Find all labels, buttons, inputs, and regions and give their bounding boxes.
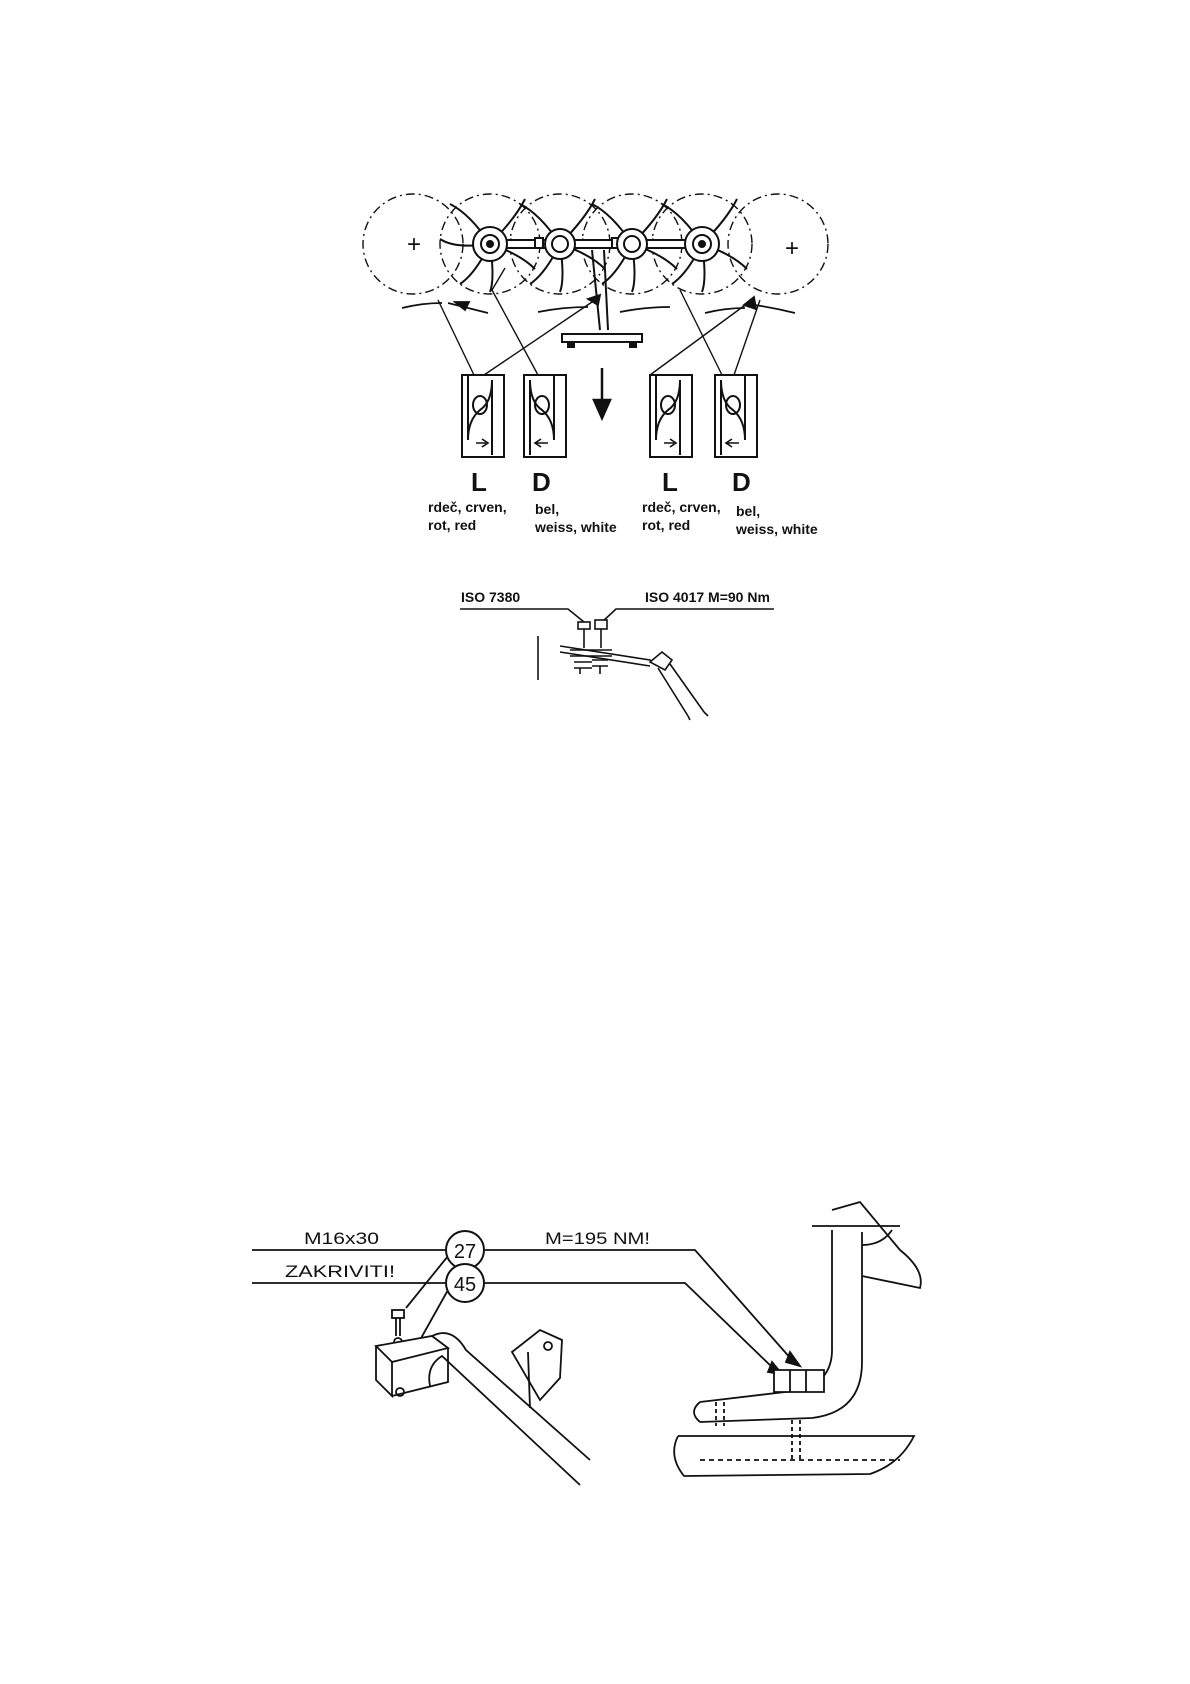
frame-beam — [490, 236, 702, 250]
plus-mark-right: + — [785, 235, 799, 262]
bolt-detail-diagram — [460, 609, 774, 720]
tine-color-2-line1: bel, — [535, 501, 559, 517]
tighten-instruction-label: ZAKRIVITI! — [285, 1262, 395, 1281]
tine-color-3-line1: rdeč, crven, — [642, 499, 721, 515]
part-45-label: 45 — [454, 1274, 476, 1296]
tine-box-2 — [524, 375, 566, 457]
bolt-size-label: M16x30 — [304, 1229, 379, 1248]
part-number-callouts: 27 45 — [446, 1231, 484, 1302]
iso-4017-label: ISO 4017 M=90 Nm — [645, 589, 770, 605]
tine-color-2-line2: weiss, white — [534, 519, 617, 535]
tine-boxes — [462, 375, 757, 457]
tine-color-1-line2: rot, red — [428, 517, 476, 533]
iso-right-leader — [602, 609, 774, 622]
bolt-detail-labels: ISO 7380 ISO 4017 M=90 Nm — [461, 589, 770, 605]
tine-color-3-line2: rot, red — [642, 517, 690, 533]
tine-letter-1: L — [471, 467, 487, 497]
part-27-label: 27 — [454, 1241, 476, 1263]
torque-label: M=195 NM! — [545, 1229, 650, 1248]
tine-color-4-line2: weiss, white — [735, 521, 818, 537]
rotor-outer-right — [728, 194, 828, 294]
tine-box-4 — [715, 375, 757, 457]
travel-direction-arrow — [594, 368, 610, 418]
tine-box-3 — [650, 375, 692, 457]
iso-left-leader — [460, 609, 584, 622]
tine-color-1-line1: rdeč, crven, — [428, 499, 507, 515]
tine-box-1 — [462, 375, 504, 457]
tine-color-4-line1: bel, — [736, 503, 760, 519]
drawbar — [562, 250, 642, 347]
tine-letter-3: L — [662, 467, 678, 497]
iso-7380-label: ISO 7380 — [461, 589, 520, 605]
tine-labels: L rdeč, crven, rot, red D bel, weiss, wh… — [428, 467, 818, 537]
plus-mark-left: + — [407, 231, 421, 258]
tine-letter-4: D — [732, 467, 751, 497]
tine-letter-2: D — [532, 467, 551, 497]
rotary-rake-diagram — [363, 194, 828, 457]
